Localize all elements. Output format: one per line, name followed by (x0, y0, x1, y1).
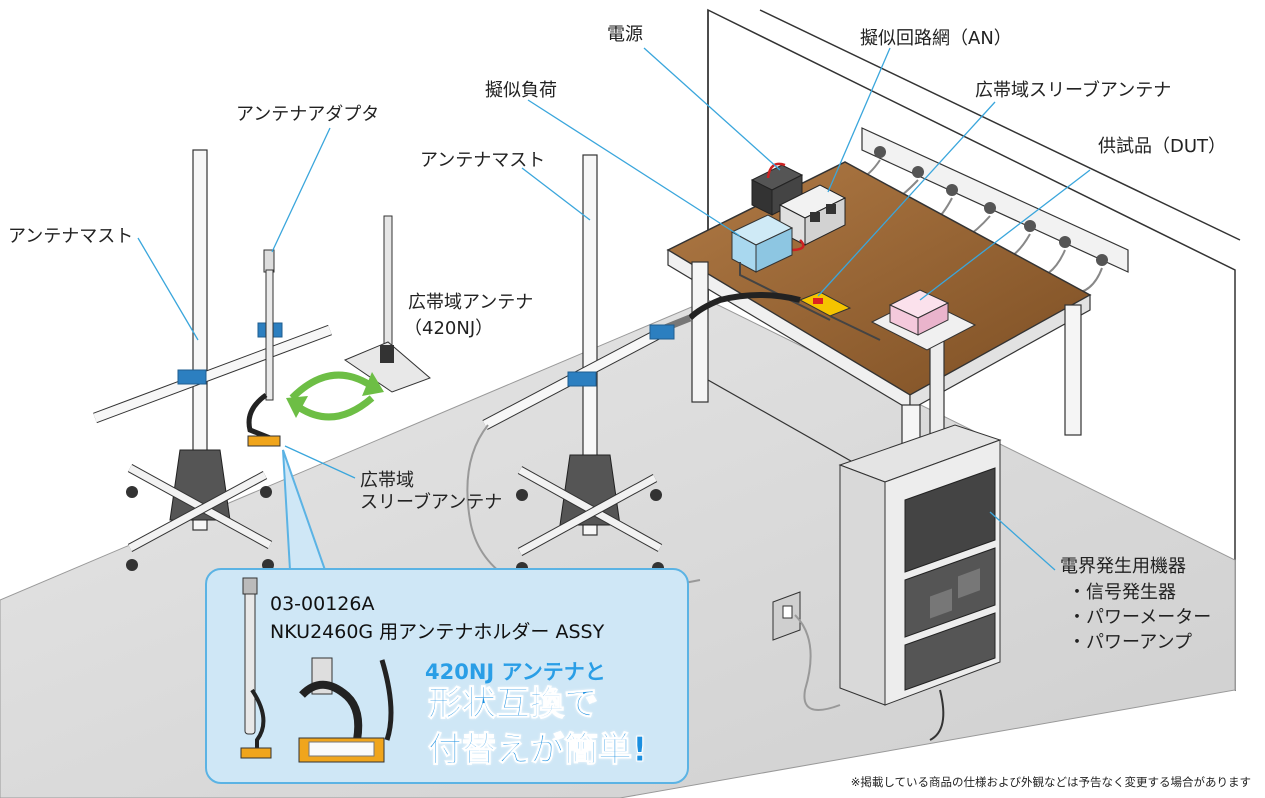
coax-cable (687, 292, 801, 321)
footnote: ※掲載している商品の仕様および外観などは予告なく変更する場合があります (850, 775, 1251, 789)
dut (870, 289, 977, 351)
headline-compatibility: 420NJ アンテナと (425, 660, 606, 684)
label-dut: 供試品（DUT） (1098, 136, 1227, 157)
rail-connector (1096, 254, 1108, 266)
leader-antenna-adapter (271, 127, 331, 253)
item-power-amplifier: ・パワーアンプ (1068, 632, 1193, 653)
part-number: 03-00126A (270, 593, 375, 615)
callout-box (205, 568, 689, 784)
rail-connector (984, 202, 996, 214)
rail-connector (912, 166, 924, 178)
center-antenna-mast (466, 154, 701, 602)
label-field-generator: 電界発生用機器 (1060, 556, 1186, 577)
equipment-rack (838, 424, 1002, 741)
label-sleeve-antenna-line1: 広帯域 (360, 470, 414, 491)
left-antenna-mast (93, 149, 332, 571)
wideband-sleeve-antenna (246, 249, 281, 447)
label-dummy-load: 擬似負荷 (485, 80, 557, 101)
dummy-load (730, 214, 831, 321)
rail-connector (946, 184, 958, 196)
product-name: NKU2460G 用アンテナホルダー ASSY (270, 621, 605, 643)
item-signal-generator: ・信号発生器 (1068, 582, 1176, 603)
label-wideband-antenna: 広帯域アンテナ (408, 292, 534, 313)
label-antenna-adapter: アンテナアダプタ (236, 104, 380, 125)
label-artificial-network: 擬似回路網（AN） (860, 28, 1012, 49)
rail-connector (1024, 220, 1036, 232)
headline-easy-swap: 付替えが簡単! (428, 730, 649, 771)
label-antenna-mast-left: アンテナマスト (8, 226, 134, 247)
table-leg (1064, 304, 1082, 436)
label-antenna-mast-center: アンテナマスト (420, 150, 546, 171)
label-power-supply: 電源 (607, 24, 643, 45)
rail-connector (874, 146, 886, 158)
leader-field-generator (989, 511, 1056, 571)
wall-top-edge (759, 9, 1241, 241)
leader-dut (919, 169, 1091, 301)
headline-shape-compatible: 形状互換で (428, 684, 599, 725)
label-wideband-antenna-model: （420NJ） (404, 318, 494, 339)
item-power-meter: ・パワーメーター (1068, 607, 1212, 628)
wall-outlet (772, 591, 841, 711)
rail-connector (1059, 236, 1071, 248)
table-leg (691, 261, 709, 403)
leader-left-mast (137, 237, 199, 341)
rotate-arrows-icon (286, 371, 384, 421)
antenna-holder-photo (240, 577, 394, 763)
leader-lines (137, 47, 1091, 571)
leader-artificial-network (827, 47, 891, 193)
wideband-antenna-420nj (343, 215, 431, 393)
leader-dummy-load (527, 99, 741, 237)
leader-center-mast (521, 167, 591, 221)
leader-table-sleeve-antenna (817, 101, 996, 297)
label-wideband-sleeve-antenna-table: 広帯域スリーブアンテナ (975, 80, 1172, 101)
label-sleeve-antenna-line2: スリーブアンテナ (360, 492, 503, 513)
leader-sleeve-antenna (284, 445, 356, 479)
leader-power-supply (643, 47, 781, 171)
field-generator-items: ・信号発生器 ・パワーメーター ・パワーアンプ (1068, 580, 1211, 655)
table-sleeve-antenna (798, 291, 881, 341)
